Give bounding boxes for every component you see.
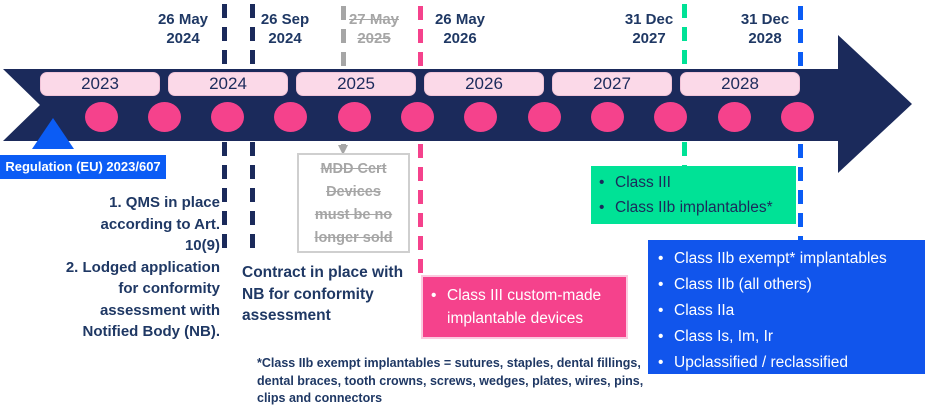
list-item: • Class III — [599, 170, 788, 195]
timeline-dot — [274, 102, 307, 132]
other-device-classes-box: • Class IIb exempt* implantables • Class… — [648, 240, 925, 374]
class-iii-custom-made-box: • Class III custom-made implantable devi… — [421, 275, 628, 339]
qms-requirements-list: 1. QMS in place according to Art. 10(9) … — [65, 194, 220, 340]
list-item: • Class IIb (all others) — [658, 272, 915, 298]
list-item: • Class Is, Im, Ir — [658, 324, 915, 350]
timeline-dot — [338, 102, 371, 132]
list-item-label: Class IIb implantables* — [615, 199, 773, 216]
milestone-date-31-dec-2027: 31 Dec 2027 — [624, 11, 674, 47]
list-item-label: Class IIb exempt* implantables — [674, 250, 887, 267]
timeline-dot — [591, 102, 624, 132]
year-box-2024: 2024 — [168, 72, 288, 96]
timeline-dot — [781, 102, 814, 132]
list-item-label: Class III custom-made implantable device… — [447, 287, 602, 327]
list-item-label: Class III — [615, 174, 671, 191]
bullet-icon: • — [599, 199, 605, 216]
list-item: • Upclassified / reclassified — [658, 350, 915, 376]
year-box-2026: 2026 — [424, 72, 544, 96]
timeline-dot — [528, 102, 561, 132]
list-item: • Class III custom-made implantable devi… — [431, 284, 618, 330]
start-triangle-marker — [32, 118, 74, 149]
bullet-icon: • — [599, 174, 605, 191]
timeline-dot — [654, 102, 687, 132]
year-box-2027: 2027 — [552, 72, 672, 96]
bullet-icon: • — [658, 328, 664, 345]
timeline-arrow-shape — [3, 35, 912, 173]
timeline-dot — [401, 102, 434, 132]
milestone-date-31-dec-2028: 31 Dec 2028 — [740, 11, 790, 47]
list-item: • Class IIb exempt* implantables — [658, 246, 915, 272]
list-item: • Class IIa — [658, 298, 915, 324]
bullet-icon: • — [658, 302, 664, 319]
timeline-dot — [85, 102, 118, 132]
list-item-label: Upclassified / reclassified — [674, 354, 849, 371]
regulation-label: Regulation (EU) 2023/607 — [0, 155, 166, 179]
list-item-label: Class IIb (all others) — [674, 276, 812, 293]
list-item: • Class IIb implantables* — [599, 195, 788, 220]
contract-note: Contract in place with NB for conformity… — [242, 264, 404, 324]
bullet-icon: • — [658, 354, 664, 371]
timeline-dot — [148, 102, 181, 132]
class-iii-iib-implantables-box: • Class III • Class IIb implantables* — [591, 166, 796, 224]
year-box-2025: 2025 — [296, 72, 416, 96]
timeline-dot — [464, 102, 497, 132]
bullet-icon: • — [431, 287, 437, 304]
mdd-cert-struck-box: MDD Cert Devices must be no longer sold — [297, 153, 410, 253]
milestone-date-27-may-2025: 27 May 2025 — [348, 11, 400, 47]
list-item-label: Class Is, Im, Ir — [674, 328, 774, 345]
timeline-dot — [211, 102, 244, 132]
milestone-date-26-may-2024: 26 May 2024 — [157, 11, 209, 47]
year-box-2028: 2028 — [680, 72, 800, 96]
year-box-2023: 2023 — [40, 72, 160, 96]
bullet-icon: • — [658, 276, 664, 293]
list-item-label: Class IIa — [674, 302, 735, 319]
milestone-date-26-sep-2024: 26 Sep 2024 — [260, 11, 310, 47]
bullet-icon: • — [658, 250, 664, 267]
timeline-dot — [718, 102, 751, 132]
milestone-date-26-may-2026: 26 May 2026 — [434, 11, 486, 47]
footnote: *Class IIb exempt implantables = sutures… — [257, 356, 644, 405]
